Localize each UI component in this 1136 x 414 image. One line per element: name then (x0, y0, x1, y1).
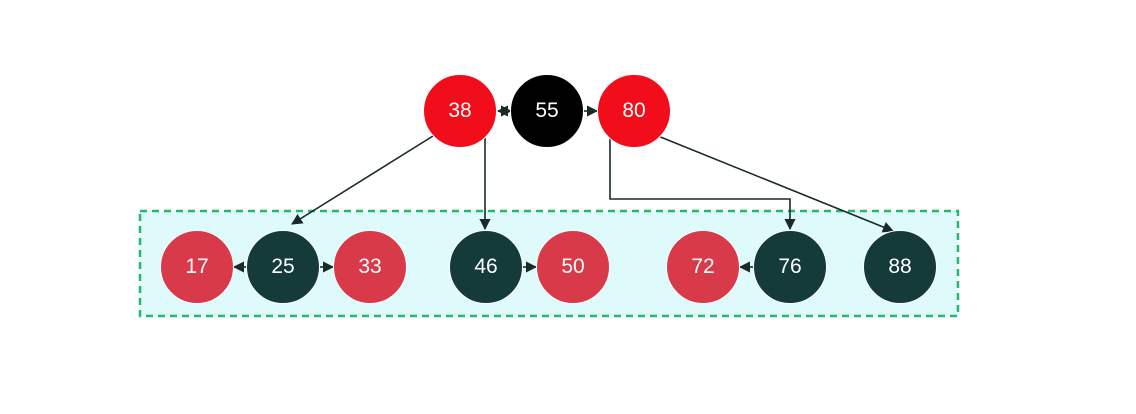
leaf-key-25: 25 (246, 230, 320, 304)
leaf-key-50: 50 (536, 230, 610, 304)
leaf-key-88: 88 (863, 230, 937, 304)
child-edge-80-88 (657, 135, 895, 233)
leaf-key-33: 33 (333, 230, 407, 304)
root-key-38: 38 (423, 74, 497, 148)
child-edge-38-25 (291, 135, 434, 225)
leaf-key-17: 17 (160, 230, 234, 304)
child-edge-80-76 (609, 137, 796, 231)
leaf-key-46: 46 (449, 230, 523, 304)
root-key-80: 80 (597, 74, 671, 148)
root-key-55: 55 (510, 74, 584, 148)
leaf-key-72: 72 (666, 230, 740, 304)
leaf-key-76: 76 (753, 230, 827, 304)
